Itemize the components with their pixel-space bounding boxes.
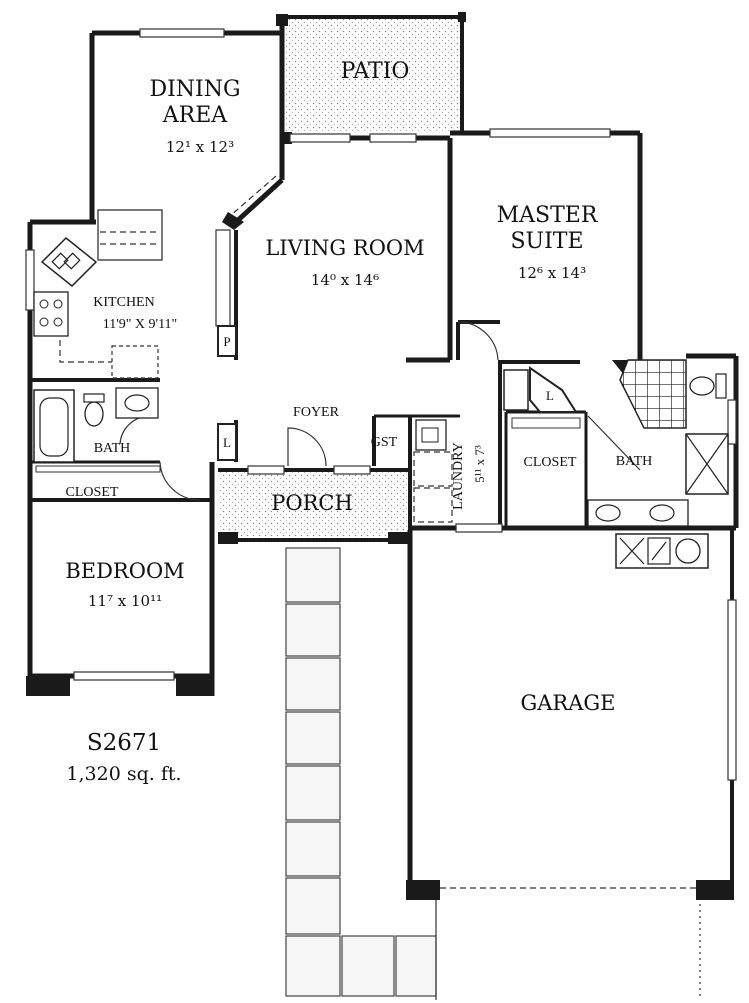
dining-dims: 12¹ x 12³ <box>166 138 234 156</box>
dining-label-1: DINING <box>149 77 240 102</box>
linen1-box <box>217 423 237 461</box>
gst-label: GST <box>371 435 398 450</box>
bedroom-label: BEDROOM <box>65 559 184 583</box>
living-label: LIVING ROOM <box>265 236 424 260</box>
angled-wall <box>229 175 284 224</box>
walkway <box>285 547 437 997</box>
master-bath-fixtures <box>587 359 729 527</box>
master-dims: 12⁶ x 14³ <box>518 264 586 282</box>
porch-surface <box>218 472 410 544</box>
toilet-icon-2 <box>689 376 715 396</box>
closet2-label: CLOSET <box>524 455 577 470</box>
foyer-label: FOYER <box>293 405 340 420</box>
laundry-label: LAUNDRY <box>451 442 466 510</box>
closet2-details <box>503 366 581 429</box>
bath2-label: BATH <box>616 454 653 469</box>
kitchen-fixtures <box>33 209 163 379</box>
linen2-label: L <box>546 388 554 403</box>
linen2-box <box>529 366 578 413</box>
master-label-1: MASTER <box>497 203 599 228</box>
kitchen-label: KITCHEN <box>93 295 154 310</box>
closet1-rod <box>35 465 161 473</box>
sink-icon <box>40 236 98 288</box>
bath1-label: BATH <box>94 441 131 456</box>
plan-model: S2671 <box>87 730 161 756</box>
living-dims: 14⁰ x 14⁶ <box>311 271 379 289</box>
laundry-fixtures <box>413 419 453 523</box>
toilet-icon <box>84 401 104 427</box>
porch-label: PORCH <box>271 491 353 515</box>
stove-icon <box>33 291 69 337</box>
driveway <box>435 887 701 1000</box>
garage-utilities <box>615 533 709 569</box>
pantry-label: P <box>223 334 230 349</box>
master-label-2: SUITE <box>510 229 583 254</box>
kitchen-dims: 11'9" X 9'11" <box>103 317 178 332</box>
pantry-box <box>217 325 237 357</box>
linen1-label: L <box>223 435 231 450</box>
patio-label: PATIO <box>341 59 410 84</box>
closet1-label: CLOSET <box>66 485 119 500</box>
sink-icon-2 <box>124 394 150 412</box>
bath1-fixtures <box>33 387 159 463</box>
patio-surface <box>284 17 462 133</box>
plan-area: 1,320 sq. ft. <box>66 763 181 785</box>
garage-label: GARAGE <box>520 691 615 715</box>
wall-blocks <box>26 12 732 900</box>
dining-label-2: AREA <box>162 103 229 128</box>
bedroom-dims: 11⁷ x 10¹¹ <box>88 592 162 610</box>
laundry-dims: 5¹¹ x 7³ <box>472 445 487 483</box>
